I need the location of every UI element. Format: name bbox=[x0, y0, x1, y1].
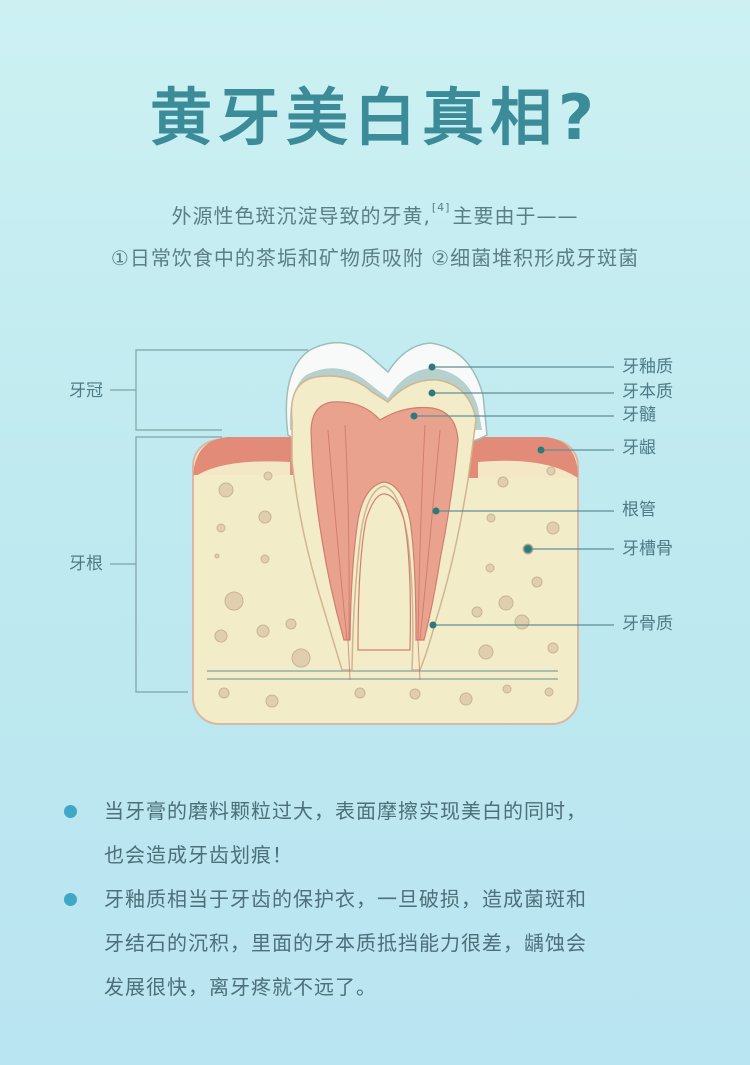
bullet-1-line-1: 当牙膏的磨料颗粒过大，表面摩擦实现美白的同时， bbox=[104, 799, 587, 823]
intro-text-b: 主要由于—— bbox=[452, 204, 579, 228]
intro-line-1: 外源性色斑沉淀导致的牙黄,[4]主要由于—— bbox=[0, 200, 750, 229]
label-cementum: 牙骨质 bbox=[622, 614, 673, 634]
bullet-dot-1 bbox=[64, 805, 77, 818]
root-inner-gap bbox=[357, 493, 411, 651]
bullet-1-line-2: 也会造成牙齿划痕！ bbox=[104, 843, 293, 867]
bullet-2-line-1: 牙釉质相当于牙齿的保护衣，一旦破损，造成菌斑和 bbox=[104, 887, 587, 911]
label-alveolar-bone: 牙槽骨 bbox=[622, 539, 673, 559]
bullet-2-line-3: 发展很快，离牙疼就不远了。 bbox=[104, 975, 377, 999]
label-gum: 牙龈 bbox=[622, 438, 656, 458]
bullet-2-line-2: 牙结石的沉积，里面的牙本质抵挡能力很差，龋蚀会 bbox=[104, 931, 587, 955]
label-pulp: 牙髓 bbox=[622, 405, 656, 425]
intro-line-2: ①日常饮食中的茶垢和矿物质吸附 ②细菌堆积形成牙斑菌 bbox=[110, 246, 640, 270]
label-root: 牙根 bbox=[69, 554, 103, 574]
root-bracket bbox=[110, 436, 222, 693]
bullet-1: 当牙膏的磨料颗粒过大，表面摩擦实现美白的同时， 也会造成牙齿划痕！ bbox=[104, 789, 704, 877]
crown-bracket bbox=[110, 349, 308, 431]
root-canal-lines bbox=[327, 424, 441, 681]
page-title: 黄牙美白真相? bbox=[150, 81, 600, 154]
label-dentin: 牙本质 bbox=[622, 382, 673, 402]
label-crown: 牙冠 bbox=[69, 381, 103, 401]
bullet-dot-2 bbox=[64, 893, 77, 906]
leader-lines bbox=[414, 366, 614, 626]
label-root-canal: 根管 bbox=[622, 500, 656, 520]
intro-text-a: 外源性色斑沉淀导致的牙黄, bbox=[171, 204, 431, 228]
pulp-chamber bbox=[310, 401, 459, 641]
citation-ref: [4] bbox=[431, 201, 451, 214]
leader-dots bbox=[410, 363, 545, 629]
label-enamel: 牙釉质 bbox=[622, 357, 673, 377]
bullet-2: 牙釉质相当于牙齿的保护衣，一旦破损，造成菌斑和 牙结石的沉积，里面的牙本质抵挡能… bbox=[104, 877, 704, 1009]
